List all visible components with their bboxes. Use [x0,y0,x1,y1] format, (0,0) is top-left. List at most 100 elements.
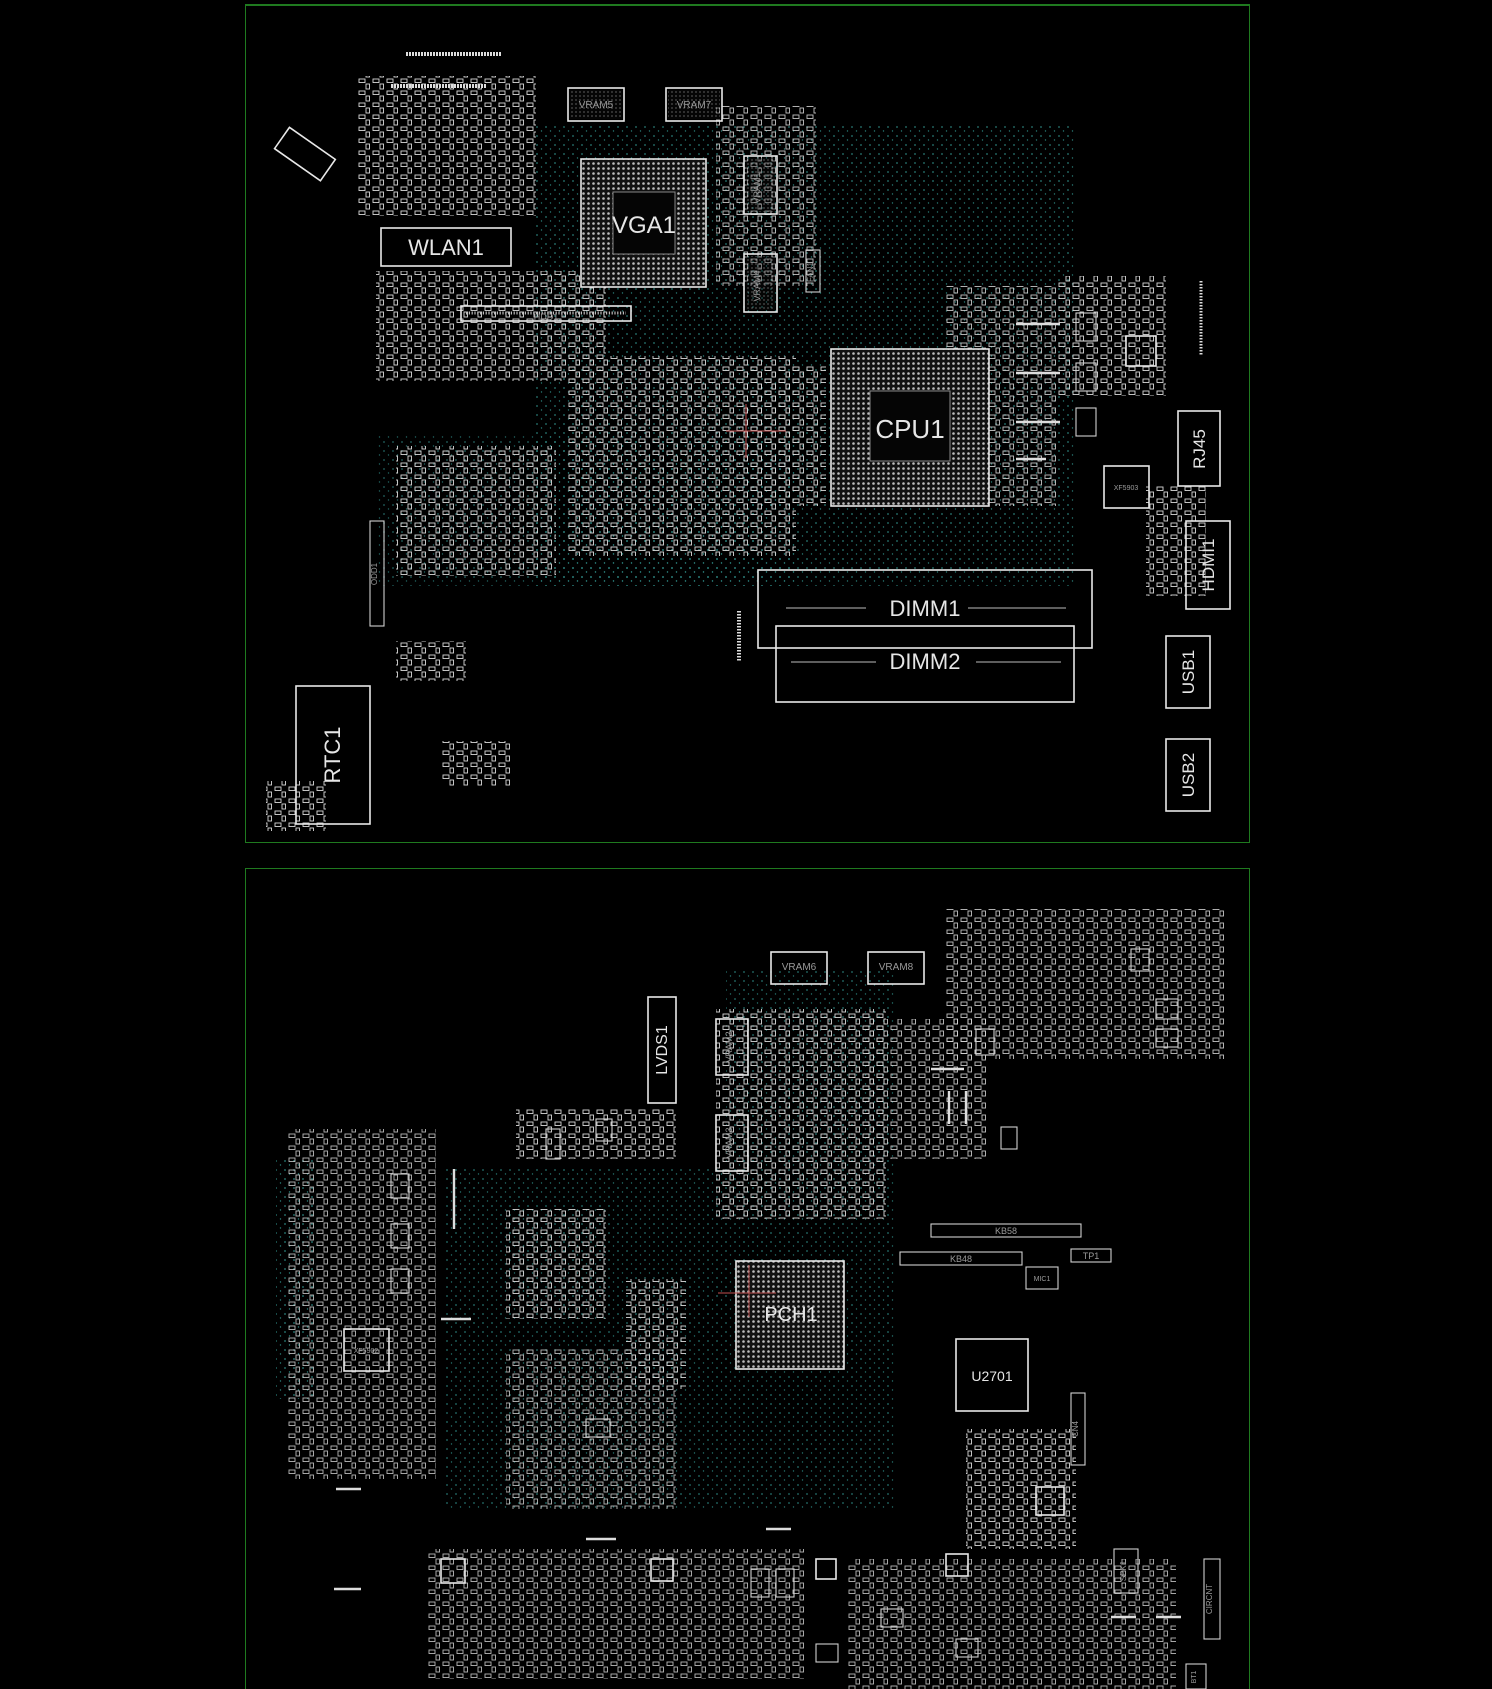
ic [1075,312,1097,342]
hdmi-label: HDMI1 [1199,539,1218,592]
dimm1-label: DIMM1 [890,596,961,621]
ic [1155,1028,1179,1048]
rj45-connector: RJ45 [1177,410,1221,487]
component-cluster [846,1559,1176,1689]
usb1-label: USB1 [1179,650,1198,694]
tp-label: TP1 [1083,1251,1100,1261]
component-cluster [1146,486,1206,596]
vram1-chip: VRAM1 [743,155,778,215]
ic [650,1558,674,1582]
u2701-label: U2701 [971,1368,1012,1384]
ic [880,1608,904,1628]
cn4-label: CN4 [1071,1420,1080,1437]
ic [595,1118,613,1142]
vram7-chip: VRAM7 [665,87,723,122]
cn4-connector: CN4 [1070,1392,1086,1466]
wlan-module: WLAN1 [380,227,512,267]
circuit-connector: CIRCNT [1203,1558,1221,1640]
component-cluster [746,366,826,506]
top-side-layout: WLAN1 VRAM5 VRAM7 VGA1 VRAM1 VRAM4 FAN1 … [266,52,1231,831]
spk-label: SPK1 [1119,1560,1128,1581]
kb48-connector: KB48 [899,1251,1023,1266]
ic [1155,998,1179,1020]
xf5903-module: XF5903 [1103,465,1150,509]
ic [390,1173,410,1199]
component-cluster [426,1549,806,1679]
mic-label: MIC1 [1034,1276,1051,1283]
xf5903-label: XF5903 [1114,485,1139,492]
circuit-label: CIRCNT [1205,1584,1214,1614]
vga-chip: VGA1 [580,158,707,288]
usb1-connector: USB1 [1165,635,1211,709]
vram3-chip: VRAM3 [715,1114,749,1172]
ic [815,1558,837,1580]
vram7-label: VRAM7 [677,100,712,111]
vram2-label: VRAM2 [724,1031,734,1062]
dimm1-slot: DIMM1 [757,569,1093,649]
ic [390,1223,410,1249]
component-cluster [396,641,466,681]
kb58-label: KB58 [995,1226,1017,1236]
component-cluster [866,1019,986,1159]
board-top-side: WLAN1 VRAM5 VRAM7 VGA1 VRAM1 VRAM4 FAN1 … [245,4,1250,843]
ic [390,1268,410,1294]
ic [1035,1486,1065,1516]
component-cluster [946,909,1226,1059]
lvds-label: LVDS1 [654,1025,671,1075]
component-cluster [506,1209,606,1319]
ic [1000,1126,1018,1150]
wlan-label: WLAN1 [408,235,484,260]
vram3-label: VRAM3 [724,1127,734,1158]
cpu-socket: CPU1 [830,348,990,507]
vram1-label: VRAM1 [752,172,762,203]
component-cluster [626,1279,686,1389]
lvds-connector: LVDS1 [647,996,677,1104]
ic [945,1553,969,1577]
vram4-label: VRAM4 [752,270,762,301]
vram5-label: VRAM5 [579,100,614,111]
vram4-chip: VRAM4 [743,253,778,313]
ic [955,1638,979,1658]
angled-connector [273,126,337,182]
component-cluster [396,446,556,576]
ic [585,1418,611,1438]
ic [775,1568,795,1598]
usb2-label: USB2 [1179,753,1198,797]
bt-label: BT1 [1191,1670,1198,1683]
ic [1075,362,1097,392]
ic [440,1558,466,1584]
hdd-connector: HDD1 [460,305,632,322]
fan-connector: FAN1 [805,249,821,293]
usb2-connector: USB2 [1165,738,1211,812]
rj45-label: RJ45 [1190,429,1209,469]
ic [975,1028,995,1056]
ic [750,1568,770,1598]
rtc-battery: RTC1 [295,685,371,825]
speaker-connector: SPK1 [1113,1548,1139,1594]
vram2-chip: VRAM2 [715,1018,749,1076]
cpu-label: CPU1 [875,414,944,444]
ic [1075,407,1097,437]
fan-label: FAN1 [806,261,815,282]
vram8-chip: VRAM8 [867,951,925,985]
xf5902-module: XF5902 [343,1328,390,1372]
u2701-chip: U2701 [955,1338,1029,1412]
hdd-label: HDD1 [534,312,559,322]
kb48-label: KB48 [950,1254,972,1264]
mic-connector: MIC1 [1025,1266,1059,1290]
ic [1130,948,1150,972]
xf5902-label: XF5902 [354,1348,379,1355]
component-cluster [356,76,536,216]
kb58-connector: KB58 [930,1223,1082,1238]
vram8-label: VRAM8 [879,962,914,973]
component-cluster [716,1009,886,1219]
board-bottom-side: VRAM6 VRAM8 VRAM2 VRAM3 LVDS1 KB58 KB48 … [245,868,1250,1689]
dimm2-slot: DIMM2 [775,625,1075,703]
component-cluster [286,1129,436,1479]
component-cluster [966,1429,1076,1549]
hdmi-connector: HDMI1 [1185,520,1231,610]
rtc-label: RTC1 [320,726,345,783]
pch-chip: PCH1 [735,1260,845,1370]
component-cluster [441,741,511,786]
tp-connector: TP1 [1070,1248,1112,1263]
